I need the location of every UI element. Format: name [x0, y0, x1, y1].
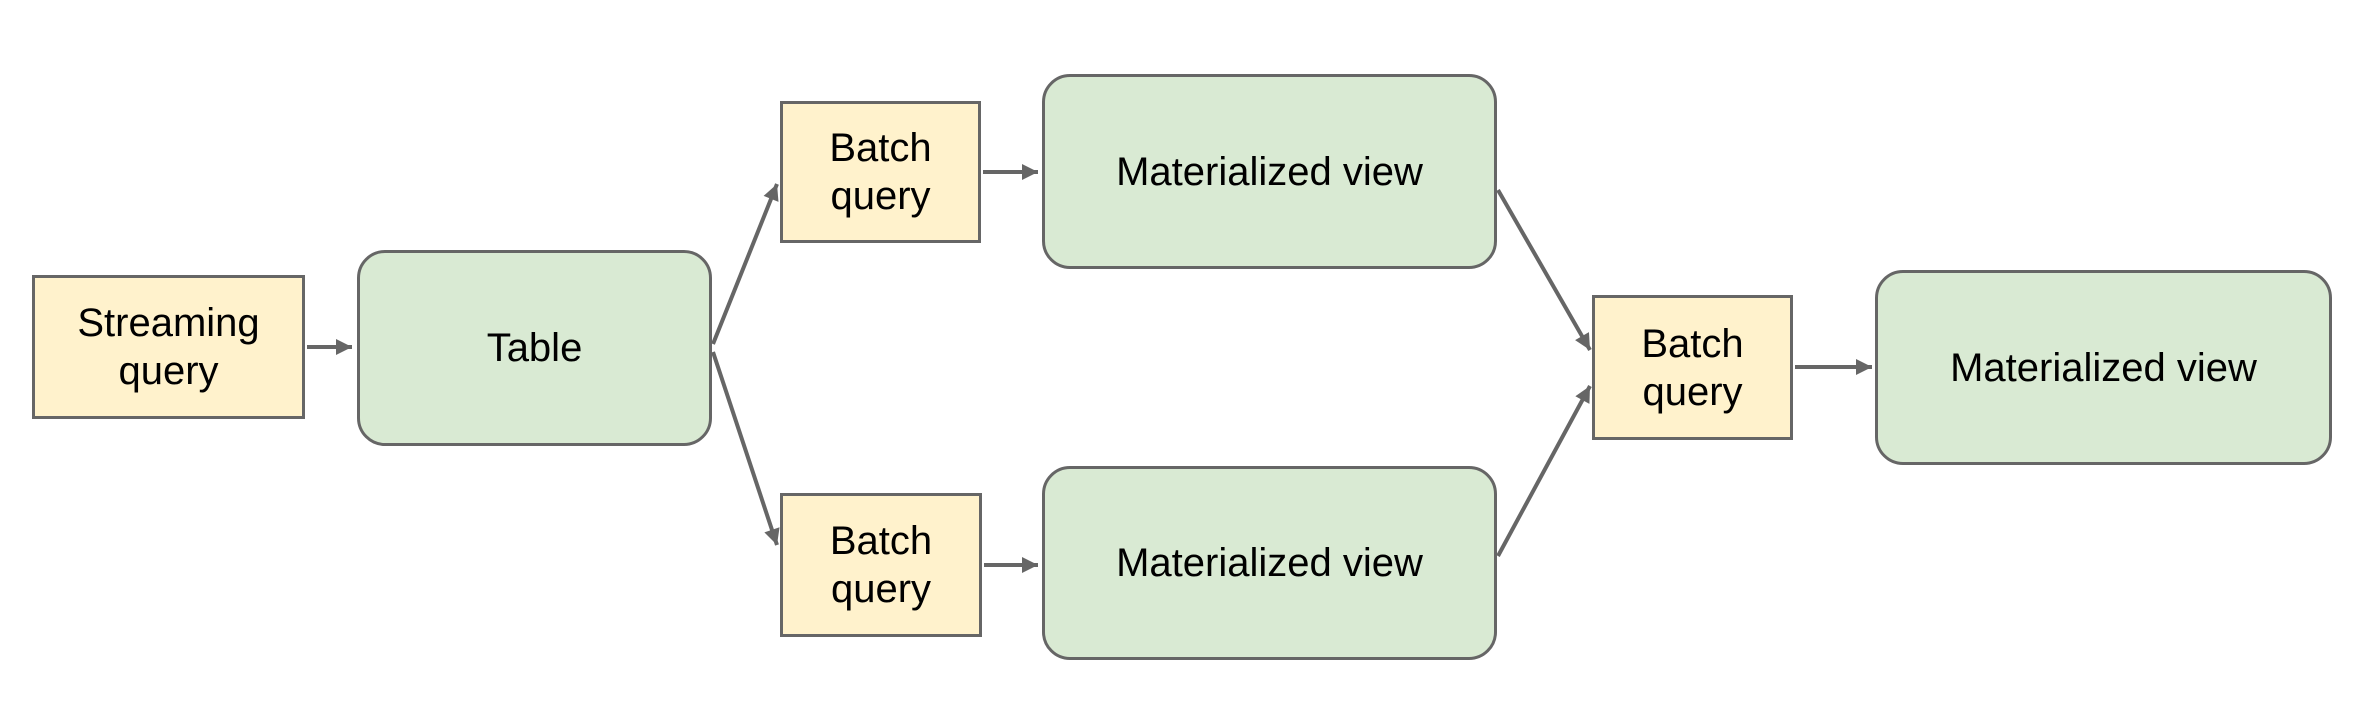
- node-materialized-view-top: Materialized view: [1042, 74, 1497, 269]
- node-materialized-view-top-label: Materialized view: [1116, 149, 1423, 194]
- node-batch-query-top: Batch query: [780, 101, 981, 243]
- node-batch-query-center-label: Batch query: [1641, 321, 1744, 414]
- node-streaming-query: Streaming query: [32, 275, 305, 419]
- node-materialized-view-final: Materialized view: [1875, 270, 2332, 465]
- node-materialized-view-bottom-label: Materialized view: [1116, 541, 1423, 585]
- node-batch-query-center: Batch query: [1592, 295, 1793, 440]
- node-materialized-view-bottom: Materialized view: [1042, 466, 1497, 660]
- node-materialized-view-final-label: Materialized view: [1950, 345, 2257, 390]
- node-batch-query-bottom: Batch query: [780, 493, 982, 637]
- node-table: Table: [357, 250, 712, 446]
- node-streaming-query-label: Streaming query: [77, 301, 260, 393]
- edge-table-to-batch-query-top: [711, 183, 779, 345]
- node-table-label: Table: [486, 326, 583, 370]
- edge-materialized-view-bottom-to-batch-query-center: [1496, 385, 1592, 557]
- edge-materialized-view-top-to-batch-query-center: [1496, 189, 1592, 351]
- node-batch-query-top-label: Batch query: [829, 126, 932, 218]
- edge-table-to-batch-query-bottom: [711, 351, 780, 546]
- node-batch-query-bottom-label: Batch query: [829, 519, 933, 611]
